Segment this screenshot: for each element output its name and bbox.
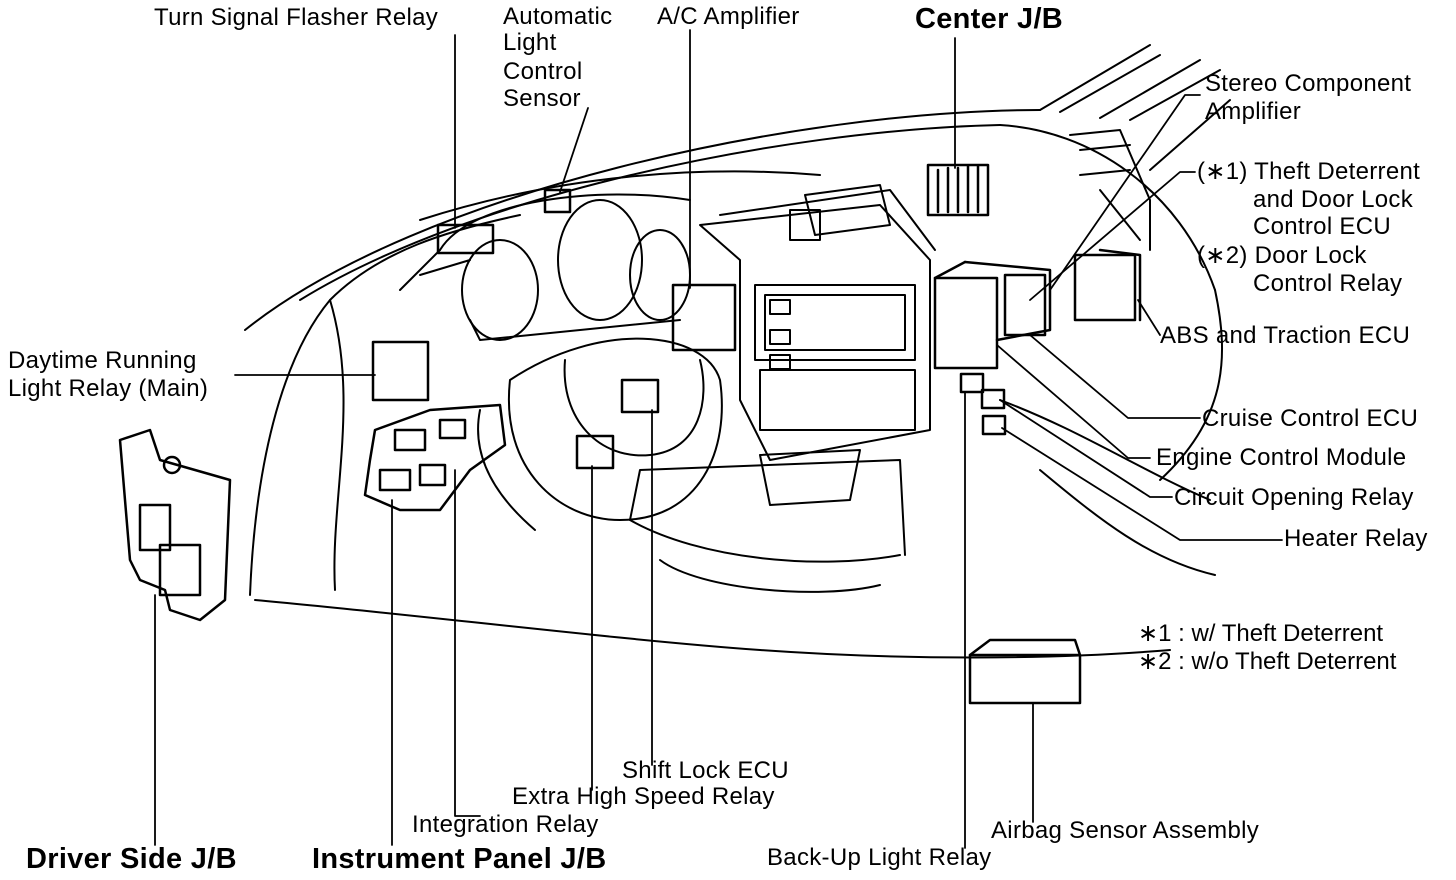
label-door-lock-2: Control Relay xyxy=(1253,270,1403,297)
center-jb-box xyxy=(926,163,990,217)
label-circuit-opening-relay: Circuit Opening Relay xyxy=(1174,484,1414,511)
label-driver-side-jb: Driver Side J/B xyxy=(26,843,237,875)
label-automatic-light-1: Automatic xyxy=(503,3,613,30)
label-extra-high-speed-relay: Extra High Speed Relay xyxy=(512,783,775,810)
leader-abs xyxy=(1137,299,1161,336)
turn-signal-relay-box xyxy=(436,223,495,255)
ac-amplifier-box xyxy=(671,283,737,352)
label-center-jb: Center J/B xyxy=(915,3,1064,35)
center-stack xyxy=(699,184,936,506)
label-drl-2: Light Relay (Main) xyxy=(8,375,209,402)
leader-cruise xyxy=(1029,334,1201,419)
extra-high-relay-box xyxy=(575,434,615,470)
label-turn-signal-flasher-relay: Turn Signal Flasher Relay xyxy=(154,4,439,31)
label-heater-relay: Heater Relay xyxy=(1284,525,1428,552)
label-door-lock-1: (∗2) Door Lock xyxy=(1197,242,1367,269)
label-shift-lock-ecu: Shift Lock ECU xyxy=(622,757,789,784)
light-sensor-box xyxy=(543,188,572,214)
label-ac-amplifier: A/C Amplifier xyxy=(657,3,800,30)
driver-jb-body xyxy=(118,428,232,622)
leader-circuit xyxy=(999,399,1173,498)
leader-lines xyxy=(154,29,1283,849)
label-automatic-light-2: Light xyxy=(503,29,557,56)
footnote-1: ∗1 : w/ Theft Deterrent xyxy=(1138,620,1384,647)
leader-stereo xyxy=(1049,94,1201,291)
leader-theft xyxy=(1029,171,1196,301)
label-theft-2: and Door Lock xyxy=(1253,186,1413,213)
engine-control-module-box xyxy=(933,276,999,370)
airbag-sensor-box xyxy=(968,653,1082,705)
label-automatic-light-4: Sensor xyxy=(503,85,581,112)
label-theft-3: Control ECU xyxy=(1253,213,1392,240)
label-stereo-1: Stereo Component xyxy=(1205,70,1412,97)
component-boxes xyxy=(118,163,1142,705)
circuit-opening-relay-box xyxy=(980,388,1006,410)
ip-jb-body xyxy=(363,403,507,512)
label-instrument-panel-jb: Instrument Panel J/B xyxy=(312,843,607,875)
label-stereo-2: Amplifier xyxy=(1205,98,1302,125)
backup-relay-box xyxy=(959,372,985,394)
label-back-up-light-relay: Back-Up Light Relay xyxy=(767,844,992,871)
instrument-cluster xyxy=(399,193,691,341)
label-cruise-control-ecu: Cruise Control ECU xyxy=(1202,405,1419,432)
windshield-outline xyxy=(244,44,1231,331)
dashboard-body xyxy=(249,170,1223,659)
passenger-dash xyxy=(1069,129,1151,251)
footnote-2: ∗2 : w/o Theft Deterrent xyxy=(1138,648,1397,675)
leader-ecm xyxy=(996,344,1151,459)
label-engine-control-module: Engine Control Module xyxy=(1156,444,1407,471)
leader-integration xyxy=(454,469,481,817)
steering-wheel xyxy=(477,337,723,531)
leader-heater xyxy=(1001,427,1283,541)
label-integration-relay: Integration Relay xyxy=(412,811,599,838)
abs-ecu-box xyxy=(1073,253,1137,322)
label-drl-1: Daytime Running xyxy=(8,347,197,374)
shift-lock-ecu-box xyxy=(620,378,660,414)
label-abs-traction-ecu: ABS and Traction ECU xyxy=(1160,322,1411,349)
heater-relay-box xyxy=(981,414,1007,436)
label-theft-1: (∗1) Theft Deterrent xyxy=(1197,158,1421,185)
theft-ecu-box xyxy=(1003,273,1047,337)
label-automatic-light-3: Control xyxy=(503,58,583,85)
leader-light-sensor xyxy=(559,107,589,193)
drl-relay-box xyxy=(371,340,430,402)
label-airbag-sensor-assembly: Airbag Sensor Assembly xyxy=(991,817,1260,844)
